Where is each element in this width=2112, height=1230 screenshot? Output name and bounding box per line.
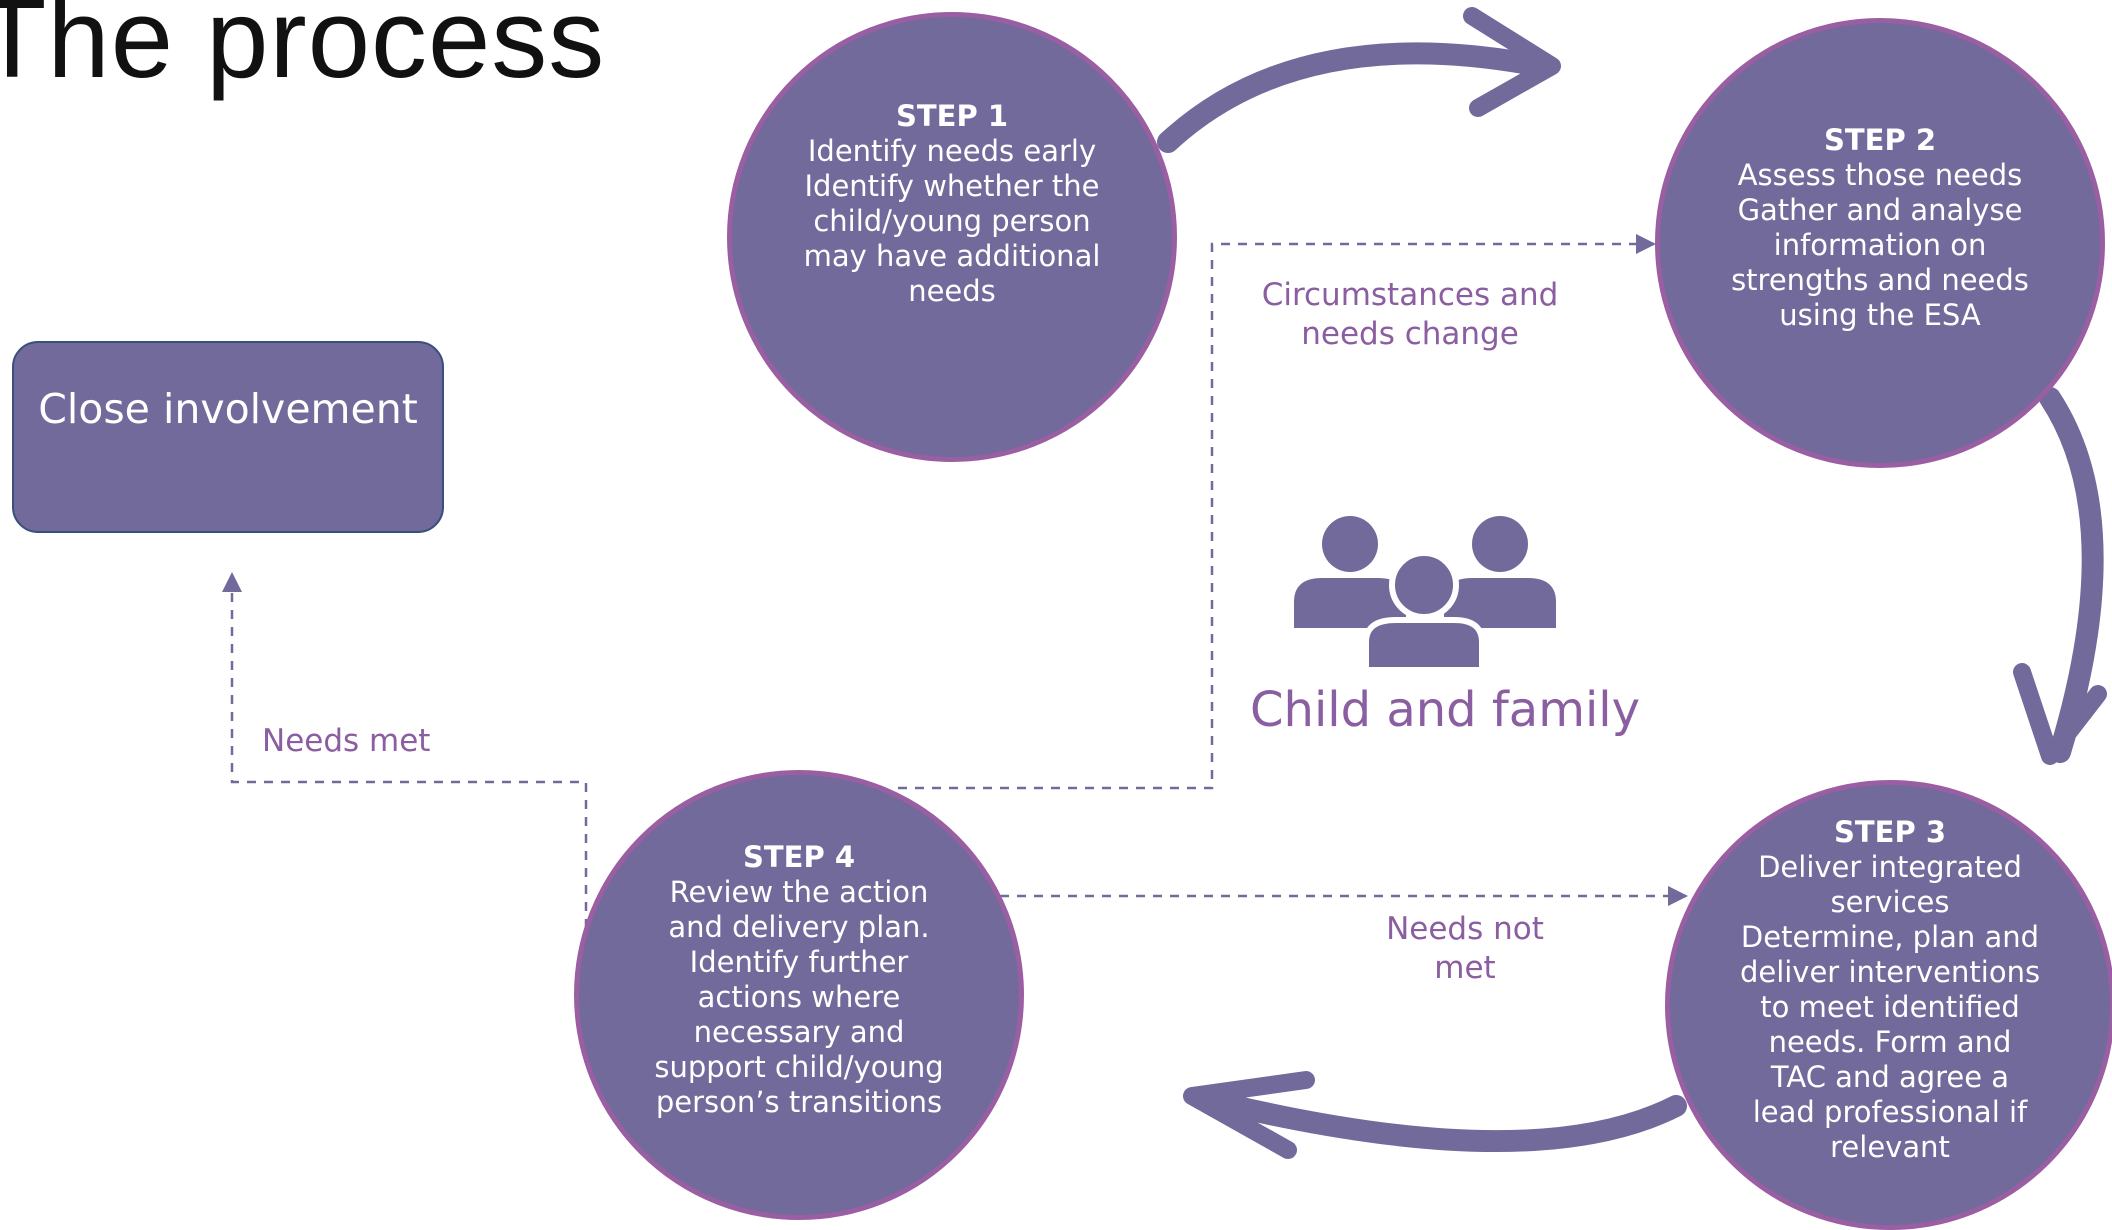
step-4-description: Review the action and delivery plan. Ide…: [654, 875, 944, 1119]
step-3-title: STEP 3: [1833, 815, 1946, 849]
step-1-title: STEP 1: [895, 99, 1008, 133]
step-4-circle: STEP 4 Review the action and delivery pl…: [574, 770, 1024, 1220]
step-2-title: STEP 2: [1823, 123, 1936, 157]
family-group-icon: [1294, 516, 1556, 673]
step-4-title: STEP 4: [742, 840, 855, 874]
circumstances-change-label: Circumstances and needs change: [1261, 277, 1559, 352]
dashed-circumstances-change: [898, 234, 1656, 790]
step-3-circle: STEP 3 Deliver integrated services Deter…: [1665, 780, 2112, 1230]
arrow-step1-to-step2-head: [1463, 7, 1561, 117]
arrow-step1-to-step2: [1157, 42, 1551, 153]
step-1-description: Identify needs early Identify whether th…: [803, 134, 1101, 308]
needs-not-met-label: Needs not met: [1386, 911, 1544, 986]
arrow-step3-to-step4: [1189, 1087, 1687, 1153]
close-involvement-box: Close involvement: [12, 341, 444, 533]
arrow-step2-to-step3: [2039, 387, 2104, 763]
arrow-step3-to-step4-head: [1183, 1071, 1315, 1159]
arrow-step2-to-step3-head: [2013, 663, 2107, 765]
dashed-needs-met: [222, 572, 588, 928]
page-title: The process: [0, 0, 606, 101]
step-2-description: Assess those needs Gather and analyse in…: [1731, 158, 2029, 332]
step-1-circle: STEP 1 Identify needs early Identify whe…: [727, 12, 1177, 462]
step-3-description: Deliver integrated services Determine, p…: [1739, 850, 2041, 1164]
step-2-circle: STEP 2 Assess those needs Gather and ana…: [1655, 18, 2105, 468]
child-and-family-label: Child and family: [1250, 682, 1641, 738]
needs-met-label: Needs met: [262, 723, 431, 759]
